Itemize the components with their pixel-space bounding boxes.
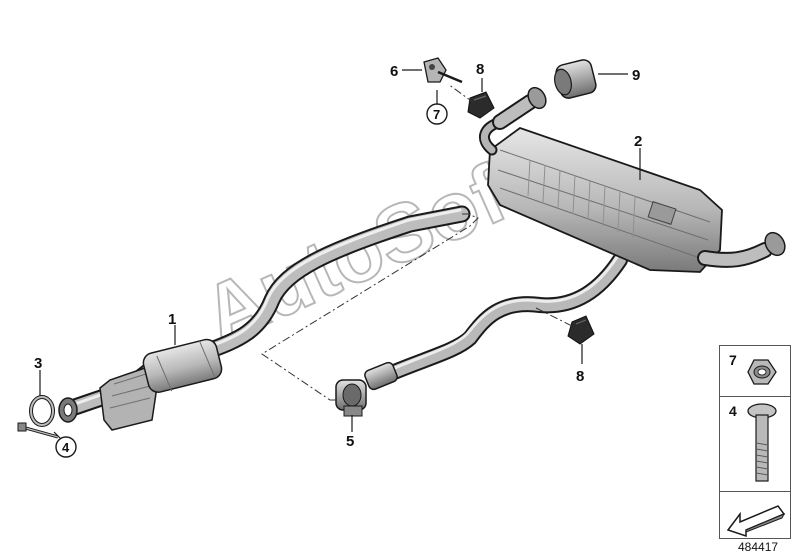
rear-muffler-part-2 <box>364 86 786 391</box>
legend-nut-number: 7 <box>729 352 737 368</box>
callout-leaders <box>39 69 641 439</box>
callout-4: 4 <box>62 440 70 455</box>
callout-1: 1 <box>168 311 176 328</box>
gasket-ring-part-3 <box>29 395 55 427</box>
flange-bolts <box>17 422 59 439</box>
tailpipe-trim-part-9 <box>554 59 597 99</box>
rubber-mount-part-8-upper <box>467 91 495 119</box>
callout-6: 6 <box>390 63 398 80</box>
callout-4-circle <box>55 436 77 458</box>
callout-7: 7 <box>433 107 440 122</box>
center-resonator <box>142 338 223 393</box>
direction-arrow-icon <box>726 505 786 538</box>
callout-9: 9 <box>632 67 640 84</box>
callout-8-lower: 8 <box>576 368 584 385</box>
legend-arrow-box <box>719 491 791 539</box>
callout-2: 2 <box>634 133 642 150</box>
assembly-reference-lines <box>261 83 573 401</box>
legend-bolt-box: 4 <box>719 396 791 492</box>
diagram-id: 484417 <box>738 540 779 554</box>
rubber-mount-part-8-lower <box>567 315 595 345</box>
bolt-icon <box>747 403 777 482</box>
hanger-bracket-part-6 <box>423 57 463 84</box>
callout-8-upper: 8 <box>476 61 484 78</box>
front-pipe-part-1 <box>58 205 471 431</box>
callout-7-circle <box>426 103 448 125</box>
callout-5: 5 <box>346 433 354 450</box>
legend-bolt-number: 4 <box>729 403 737 419</box>
clamp-part-5 <box>335 379 367 417</box>
legend-nut-box: 7 <box>719 345 791 397</box>
callout-3: 3 <box>34 355 42 372</box>
catalytic-converter <box>99 367 159 431</box>
nut-icon <box>747 359 777 385</box>
